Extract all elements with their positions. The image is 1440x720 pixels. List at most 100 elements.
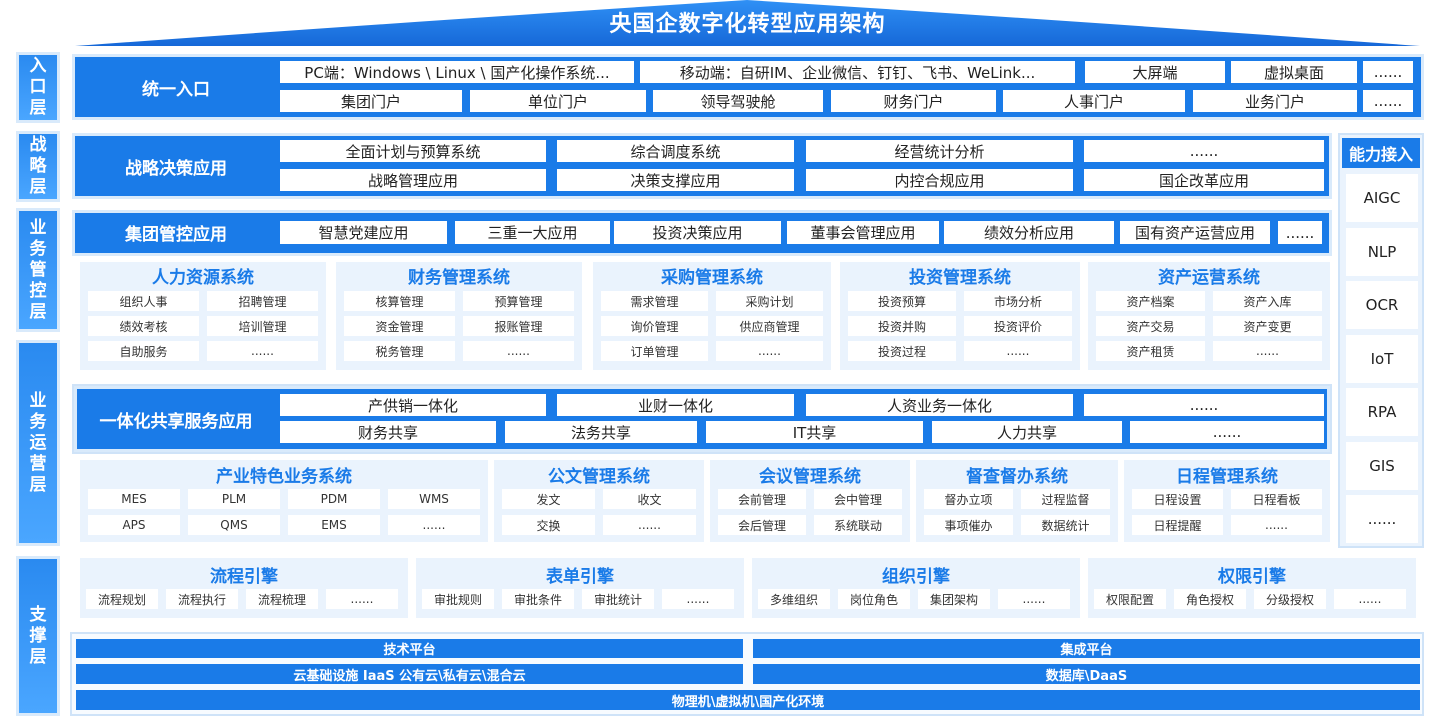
control-panel-item[interactable]: 资产交易 <box>1096 316 1205 336</box>
industry-item[interactable]: PDM <box>288 489 380 509</box>
operation-panel-item[interactable]: 事项催办 <box>924 515 1013 535</box>
industry-item[interactable]: APS <box>88 515 180 535</box>
engine-item[interactable]: 多维组织 <box>758 589 830 609</box>
engine-item[interactable]: 审批规则 <box>422 589 494 609</box>
operation-panel-item[interactable]: 数据统计 <box>1021 515 1110 535</box>
control-panel-item[interactable]: 组织人事 <box>88 291 199 311</box>
entry-hr-portal[interactable]: 人事门户 <box>1003 90 1185 112</box>
engine-item[interactable]: 流程规划 <box>86 589 158 609</box>
engine-item[interactable]: ...... <box>998 589 1070 609</box>
entry-cockpit[interactable]: 领导驾驶舱 <box>653 90 823 112</box>
control-panel-item[interactable]: 招聘管理 <box>207 291 318 311</box>
entry-unit-portal[interactable]: 单位门户 <box>470 90 646 112</box>
strategy-stats[interactable]: 经营统计分析 <box>806 140 1073 162</box>
entry-bigscreen[interactable]: 大屏端 <box>1085 61 1225 83</box>
control-panel-item[interactable]: 投资预算 <box>848 291 956 311</box>
control-panel-item[interactable]: ...... <box>207 341 318 361</box>
op-it-share[interactable]: IT共享 <box>706 421 923 443</box>
control-panel-item[interactable]: ...... <box>716 341 823 361</box>
industry-item[interactable]: EMS <box>288 515 380 535</box>
industry-item[interactable]: QMS <box>188 515 280 535</box>
control-panel-item[interactable]: 采购计划 <box>716 291 823 311</box>
strategy-dispatch[interactable]: 综合调度系统 <box>557 140 794 162</box>
control-party[interactable]: 智慧党建应用 <box>280 221 447 244</box>
control-panel-item[interactable]: 需求管理 <box>601 291 708 311</box>
control-invest[interactable]: 投资决策应用 <box>614 221 781 244</box>
control-asset-op[interactable]: 国有资产运营应用 <box>1120 221 1270 244</box>
capability-item[interactable]: AIGC <box>1346 174 1418 222</box>
entry-mobile[interactable]: 移动端：自研IM、企业微信、钉钉、飞书、WeLink... <box>640 61 1075 83</box>
engine-item[interactable]: ...... <box>326 589 398 609</box>
control-panel-item[interactable]: ...... <box>1213 341 1322 361</box>
control-panel-item[interactable]: 市场分析 <box>964 291 1072 311</box>
strategy-mgmt[interactable]: 战略管理应用 <box>280 169 546 191</box>
operation-panel-item[interactable]: 日程设置 <box>1132 489 1223 509</box>
engine-item[interactable]: 分级授权 <box>1254 589 1326 609</box>
control-panel-item[interactable]: 资产入库 <box>1213 291 1322 311</box>
engine-item[interactable]: 权限配置 <box>1094 589 1166 609</box>
operation-panel-item[interactable]: 交换 <box>502 515 595 535</box>
capability-item[interactable]: GIS <box>1346 441 1418 490</box>
control-panel-item[interactable]: 培训管理 <box>207 316 318 336</box>
control-panel-item[interactable]: 询价管理 <box>601 316 708 336</box>
entry-finance-portal[interactable]: 财务门户 <box>831 90 996 112</box>
industry-item[interactable]: PLM <box>188 489 280 509</box>
capability-item[interactable]: RPA <box>1346 388 1418 436</box>
engine-item[interactable]: 流程执行 <box>166 589 238 609</box>
control-panel-item[interactable]: ...... <box>463 341 574 361</box>
control-panel-item[interactable]: 资产档案 <box>1096 291 1205 311</box>
industry-item[interactable]: WMS <box>388 489 480 509</box>
engine-item[interactable]: 岗位角色 <box>838 589 910 609</box>
op-more-1[interactable]: ...... <box>1084 394 1324 416</box>
operation-panel-item[interactable]: 系统联动 <box>814 515 902 535</box>
control-more[interactable]: ...... <box>1278 221 1322 244</box>
control-panel-item[interactable]: 税务管理 <box>344 341 455 361</box>
op-hr-share[interactable]: 人力共享 <box>932 421 1122 443</box>
op-more-2[interactable]: ...... <box>1130 421 1324 443</box>
operation-panel-item[interactable]: 督办立项 <box>924 489 1013 509</box>
entry-more-1[interactable]: ...... <box>1363 61 1413 83</box>
operation-panel-item[interactable]: 发文 <box>502 489 595 509</box>
control-panel-item[interactable]: 资产变更 <box>1213 316 1322 336</box>
entry-vdesktop[interactable]: 虚拟桌面 <box>1231 61 1357 83</box>
entry-more-2[interactable]: ...... <box>1363 90 1413 112</box>
control-panel-item[interactable]: ...... <box>964 341 1072 361</box>
engine-item[interactable]: ...... <box>662 589 734 609</box>
operation-panel-item[interactable]: ...... <box>603 515 696 535</box>
strategy-compliance[interactable]: 内控合规应用 <box>806 169 1073 191</box>
control-sanzhong[interactable]: 三重一大应用 <box>455 221 610 244</box>
operation-panel-item[interactable]: ...... <box>1231 515 1322 535</box>
engine-item[interactable]: 流程梳理 <box>246 589 318 609</box>
control-panel-item[interactable]: 报账管理 <box>463 316 574 336</box>
op-bizfin[interactable]: 业财一体化 <box>557 394 794 416</box>
control-panel-item[interactable]: 供应商管理 <box>716 316 823 336</box>
control-panel-item[interactable]: 投资并购 <box>848 316 956 336</box>
engine-item[interactable]: 集团架构 <box>918 589 990 609</box>
operation-panel-item[interactable]: 会后管理 <box>718 515 806 535</box>
operation-panel-item[interactable]: 过程监督 <box>1021 489 1110 509</box>
operation-panel-item[interactable]: 会中管理 <box>814 489 902 509</box>
control-panel-item[interactable]: 订单管理 <box>601 341 708 361</box>
control-panel-item[interactable]: 投资评价 <box>964 316 1072 336</box>
control-board[interactable]: 董事会管理应用 <box>787 221 939 244</box>
control-panel-item[interactable]: 自助服务 <box>88 341 199 361</box>
strategy-reform[interactable]: 国企改革应用 <box>1084 169 1324 191</box>
operation-panel-item[interactable]: 会前管理 <box>718 489 806 509</box>
strategy-budget[interactable]: 全面计划与预算系统 <box>280 140 546 162</box>
op-fin-share[interactable]: 财务共享 <box>280 421 496 443</box>
entry-biz-portal[interactable]: 业务门户 <box>1193 90 1357 112</box>
capability-item[interactable]: IoT <box>1346 334 1418 383</box>
engine-item[interactable]: 审批条件 <box>502 589 574 609</box>
strategy-more[interactable]: ...... <box>1084 140 1324 162</box>
engine-item[interactable]: 审批统计 <box>582 589 654 609</box>
operation-panel-item[interactable]: 日程看板 <box>1231 489 1322 509</box>
engine-item[interactable]: ...... <box>1334 589 1406 609</box>
operation-panel-item[interactable]: 日程提醒 <box>1132 515 1223 535</box>
op-legal-share[interactable]: 法务共享 <box>505 421 697 443</box>
strategy-decision[interactable]: 决策支撑应用 <box>557 169 794 191</box>
entry-pc[interactable]: PC端：Windows \ Linux \ 国产化操作系统... <box>280 61 634 83</box>
capability-item[interactable]: NLP <box>1346 227 1418 276</box>
control-perf[interactable]: 绩效分析应用 <box>944 221 1114 244</box>
engine-item[interactable]: 角色授权 <box>1174 589 1246 609</box>
control-panel-item[interactable]: 绩效考核 <box>88 316 199 336</box>
